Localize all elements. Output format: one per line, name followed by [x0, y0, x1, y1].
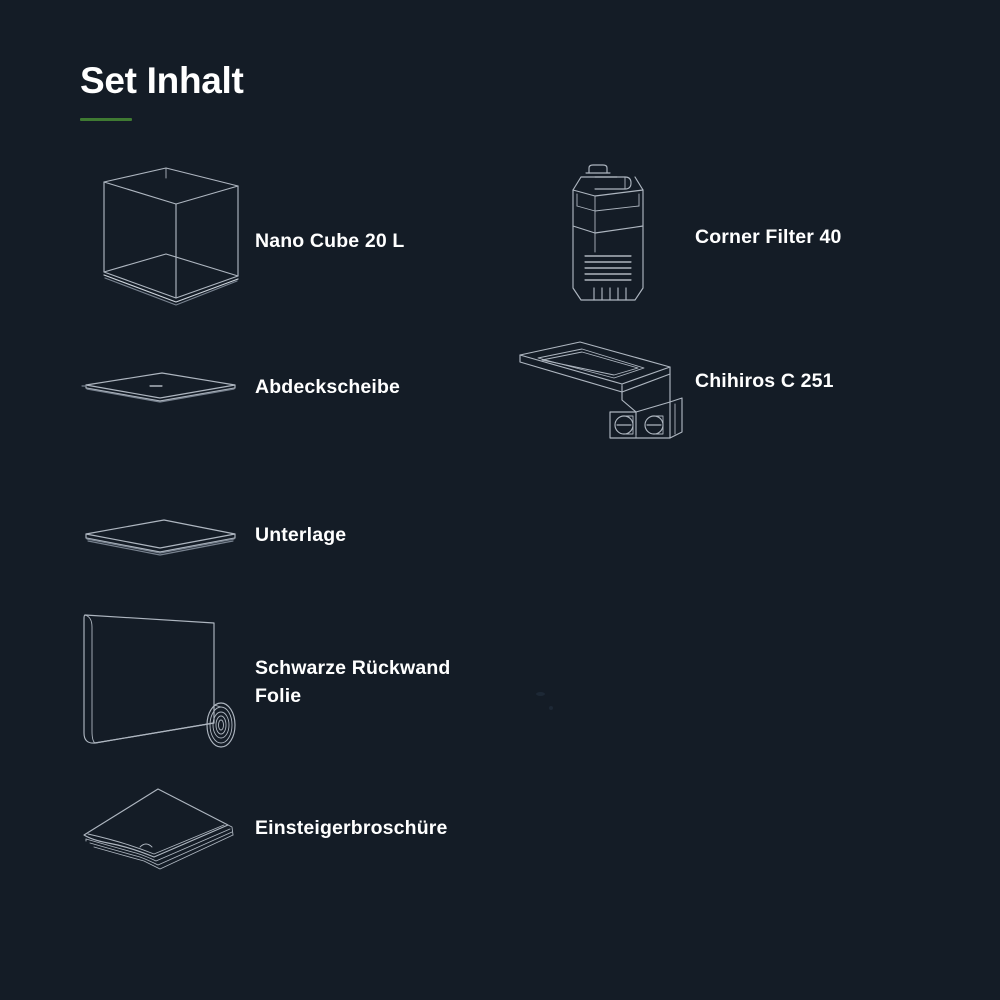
cover-glass-icon — [80, 365, 240, 409]
set-item-label: Chihiros C 251 — [695, 370, 834, 392]
brochure-stack-icon — [80, 785, 240, 871]
background-speck — [549, 706, 553, 710]
set-item-cover-pane: Abdeckscheibe — [80, 365, 500, 413]
set-item-starter-brochure: Einsteigerbroschüre — [80, 785, 500, 880]
title-accent-rule — [80, 117, 132, 121]
set-item-nano-cube: Nano Cube 20 L — [80, 160, 500, 310]
set-item-underlay-mat: Unterlage — [80, 512, 500, 562]
page-title: Set Inhalt — [80, 60, 244, 101]
led-lamp-icon — [518, 340, 693, 445]
underlay-mat-icon — [80, 512, 240, 558]
aquarium-cube-icon — [80, 160, 245, 308]
set-item-chihiros-light: Chihiros C 251 — [518, 340, 938, 450]
set-item-label: Schwarze Rückwand Folie — [255, 657, 451, 707]
set-item-background-foil: Schwarze Rückwand Folie — [80, 605, 500, 755]
set-item-label: Abdeckscheibe — [255, 376, 401, 398]
set-item-label: Einsteigerbroschüre — [255, 817, 448, 839]
corner-filter-icon — [555, 160, 665, 315]
rolled-foil-icon — [80, 605, 250, 750]
set-item-corner-filter: Corner Filter 40 — [555, 160, 955, 320]
background-speck — [536, 692, 545, 696]
set-item-label: Nano Cube 20 L — [255, 230, 405, 252]
heading-block: Set Inhalt — [80, 60, 600, 121]
set-item-label: Unterlage — [255, 524, 347, 546]
set-item-label: Corner Filter 40 — [695, 226, 842, 248]
